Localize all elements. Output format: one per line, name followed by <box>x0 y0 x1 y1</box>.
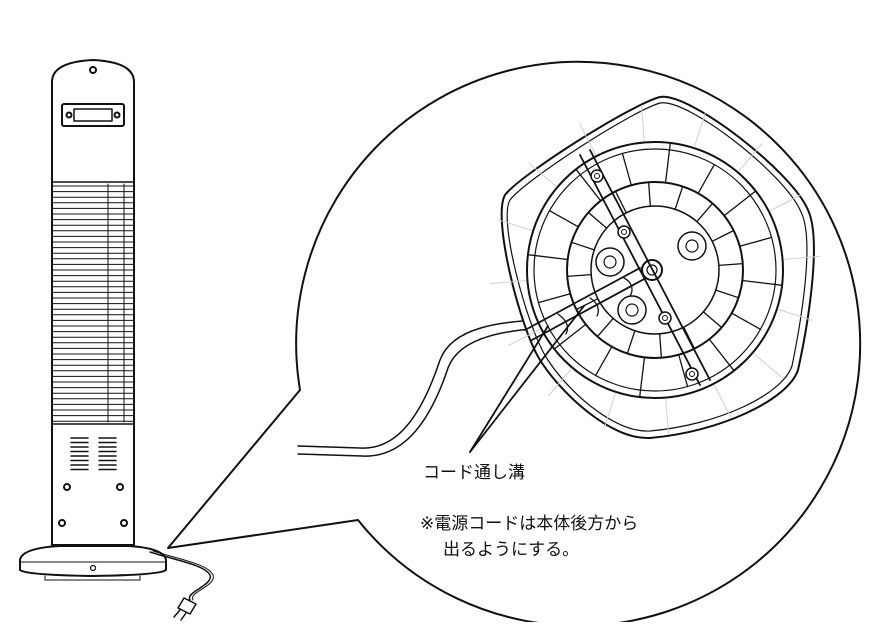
note-line-1: ※電源コードは本体後方から <box>420 514 639 534</box>
stand-underside <box>490 95 820 440</box>
tower-heater <box>19 59 214 621</box>
power-cord <box>297 317 565 457</box>
cord-groove-label: コード通し溝 <box>423 463 525 483</box>
note-line-2: 出るようにする。 <box>443 540 580 560</box>
leader-lines <box>469 305 585 453</box>
